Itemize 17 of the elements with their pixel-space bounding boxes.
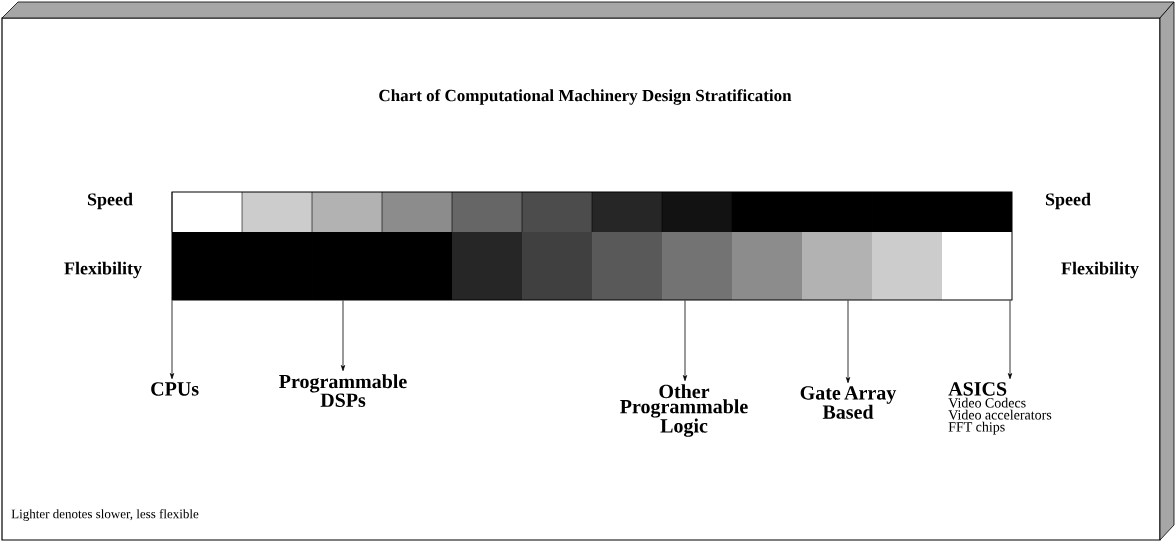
arrow	[682, 300, 688, 382]
category-label: ASICS Video Codecs Video accelerators FFT chips	[948, 382, 1052, 435]
axis-label: Flexibility	[64, 261, 142, 279]
arrow	[340, 300, 346, 372]
axis-label: Speed	[87, 192, 133, 210]
arrow	[845, 300, 851, 384]
category-label: Gate Array Based	[800, 386, 897, 419]
chart-title: Chart of Computational Machinery Design Stratification	[379, 89, 792, 105]
category-label: CPUs	[151, 382, 199, 396]
category-label: Other Programmable Logic	[620, 384, 748, 437]
arrow	[1007, 300, 1013, 380]
shaded-bar	[171, 191, 1013, 301]
note-text: Lighter denotes slower, less flexible	[11, 509, 199, 521]
category-label: Programmable DSPs	[279, 374, 407, 407]
axis-label: Speed	[1045, 192, 1091, 210]
arrow	[169, 300, 175, 380]
axis-label: Flexibility	[1061, 261, 1139, 279]
